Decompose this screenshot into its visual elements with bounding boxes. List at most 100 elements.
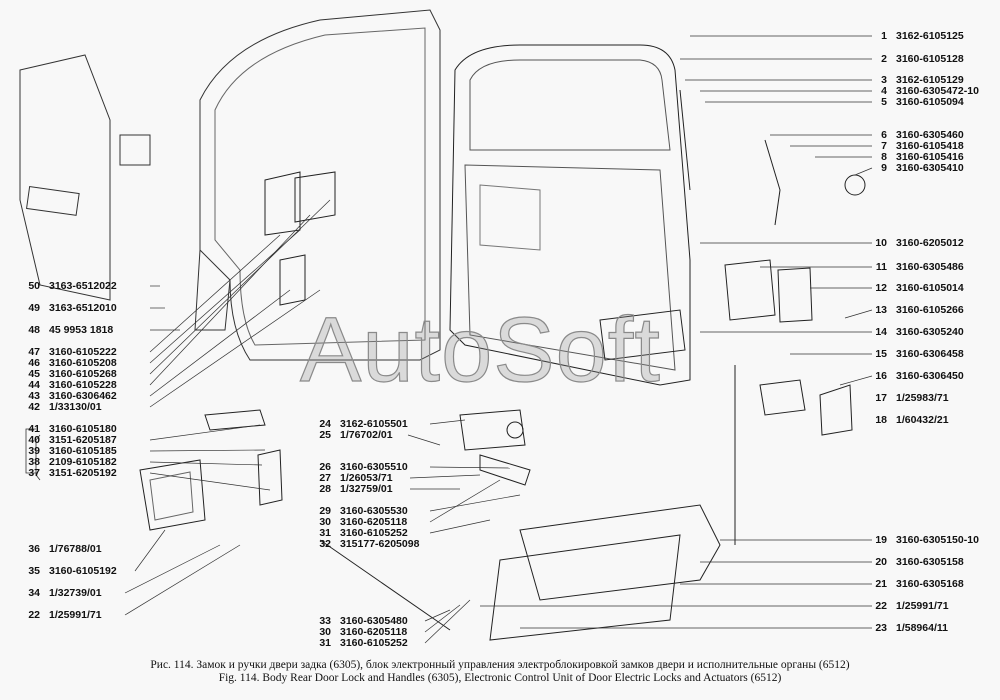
part-number: 26 [319,461,331,473]
part-code: 3160-6105268 [49,368,117,380]
part-number: 37 [28,467,40,479]
part-number: 21 [875,578,887,590]
part-number: 43 [28,390,40,402]
part-code: 3160-6105252 [340,637,408,649]
part-code: 3160-6105266 [896,304,964,316]
part-number: 30 [319,516,331,528]
part-number: 27 [319,472,331,484]
part-number: 7 [881,140,887,152]
caption-russian: Рис. 114. Замок и ручки двери задка (630… [150,659,850,671]
part-callout: 21 3160-6305168 [865,578,964,590]
part-number: 46 [28,357,40,369]
part-code: 3160-6306450 [896,370,964,382]
part-number: 25 [319,429,331,441]
part-number: 41 [28,423,40,435]
part-number: 50 [28,280,40,292]
part-number: 38 [28,456,40,468]
part-number: 35 [28,565,40,577]
part-code: 3160-6305168 [896,578,964,590]
part-code: 3160-6105180 [49,423,117,435]
part-callout: 27 1/26053/71 [309,472,393,484]
part-code: 1/25991/71 [896,600,949,612]
part-number: 32 [319,538,331,550]
part-callout: 33 3160-6305480 [309,615,408,627]
part-code: 3160-6205118 [340,626,408,638]
part-callout: 13 3160-6105266 [865,304,964,316]
part-number: 13 [875,304,887,316]
part-callout: 22 1/25991/71 [18,609,102,621]
part-code: 3160-6305150-10 [896,534,979,546]
part-number: 36 [28,543,40,555]
part-code: 1/25991/71 [49,609,102,621]
part-number: 40 [28,434,40,446]
part-code: 3160-6205012 [896,237,964,249]
part-number: 15 [875,348,887,360]
part-number: 6 [881,129,887,141]
part-code: 45 9953 1818 [49,324,114,336]
part-number: 11 [875,261,887,273]
part-code: 3160-6305530 [340,505,408,517]
part-number: 34 [28,587,40,599]
part-number: 9 [881,162,887,174]
part-code: 3160-6305480 [340,615,408,627]
part-number: 22 [28,609,40,621]
part-number: 23 [875,622,887,634]
part-callout: 17 1/25983/71 [865,392,949,404]
part-callout: 34 1/32739/01 [18,587,102,599]
part-callout: 31 3160-6105252 [309,637,408,649]
part-code: 1/32739/01 [49,587,102,599]
part-code: 3160-6105014 [896,282,964,294]
part-number: 29 [319,505,331,517]
part-number: 33 [319,615,331,627]
part-code: 3160-6105222 [49,346,117,358]
part-number: 17 [875,392,887,404]
part-code: 1/60432/21 [896,414,949,426]
part-number: 31 [319,637,331,649]
part-callout: 29 3160-6305530 [309,505,408,517]
part-callout: 41 3160-6105180 [18,423,117,435]
part-number: 1 [881,30,887,42]
part-code: 3160-6105416 [896,151,964,163]
part-callout: 12 3160-6105014 [865,282,964,294]
part-number: 2 [881,53,887,65]
part-code: 1/25983/71 [896,392,949,404]
part-code: 3160-6306462 [49,390,117,402]
part-code: 3160-6305460 [896,129,964,141]
part-number: 16 [875,370,887,382]
part-number: 12 [875,282,887,294]
part-code: 3160-6305472-10 [896,85,979,97]
part-code: 3160-6305486 [896,261,964,273]
watermark: AutoSoft [299,299,661,401]
part-code: 3160-6305158 [896,556,964,568]
part-code: 1/26053/71 [340,472,393,484]
part-code: 1/58964/11 [896,622,948,634]
part-number: 5 [881,96,887,108]
part-code: 3163-6512010 [49,302,117,314]
part-number: 14 [875,326,887,338]
part-callout: 16 3160-6306450 [865,370,964,382]
